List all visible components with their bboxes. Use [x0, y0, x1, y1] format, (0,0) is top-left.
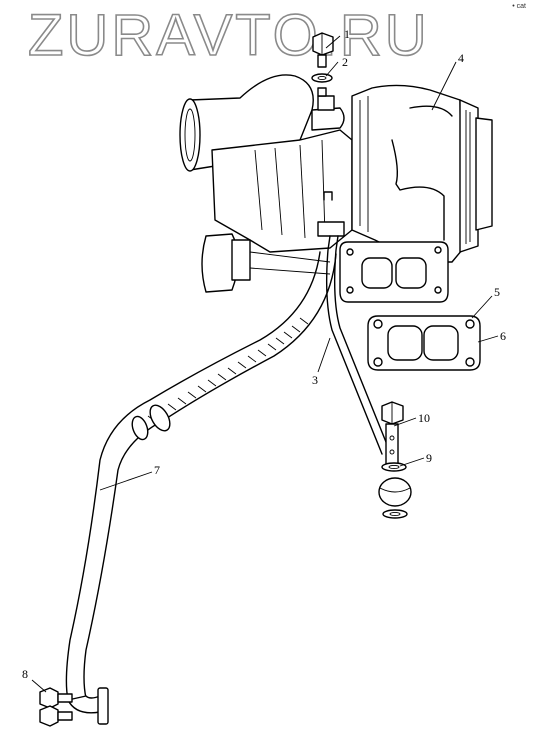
callout-6: 6 [500, 329, 506, 343]
callout-4: 4 [458, 51, 464, 65]
gasket-6 [367, 315, 481, 371]
leader-lines [31, 35, 499, 693]
callout-5: 5 [494, 285, 500, 299]
watermark-logo: ZURAVTO.RU [27, 2, 430, 69]
turbocharger [179, 74, 493, 293]
banjo-bolt-1 [312, 32, 334, 68]
corner-mark: • cat [512, 3, 526, 10]
callout-2: 2 [342, 55, 348, 69]
banjo-fitting [378, 477, 412, 519]
oil-drain-tube-7 [65, 251, 337, 725]
callout-9: 9 [426, 451, 432, 465]
turbine-inlet-flange [339, 241, 449, 303]
callout-8: 8 [22, 667, 28, 681]
callout-1: 1 [344, 27, 350, 41]
sealing-washer-9 [381, 462, 407, 472]
sealing-washer-2 [311, 73, 333, 97]
callout-10: 10 [418, 411, 430, 425]
bolts-8 [39, 687, 73, 727]
banjo-bolt-10 [381, 401, 404, 465]
callout-7: 7 [154, 463, 160, 477]
callout-3: 3 [312, 373, 318, 387]
